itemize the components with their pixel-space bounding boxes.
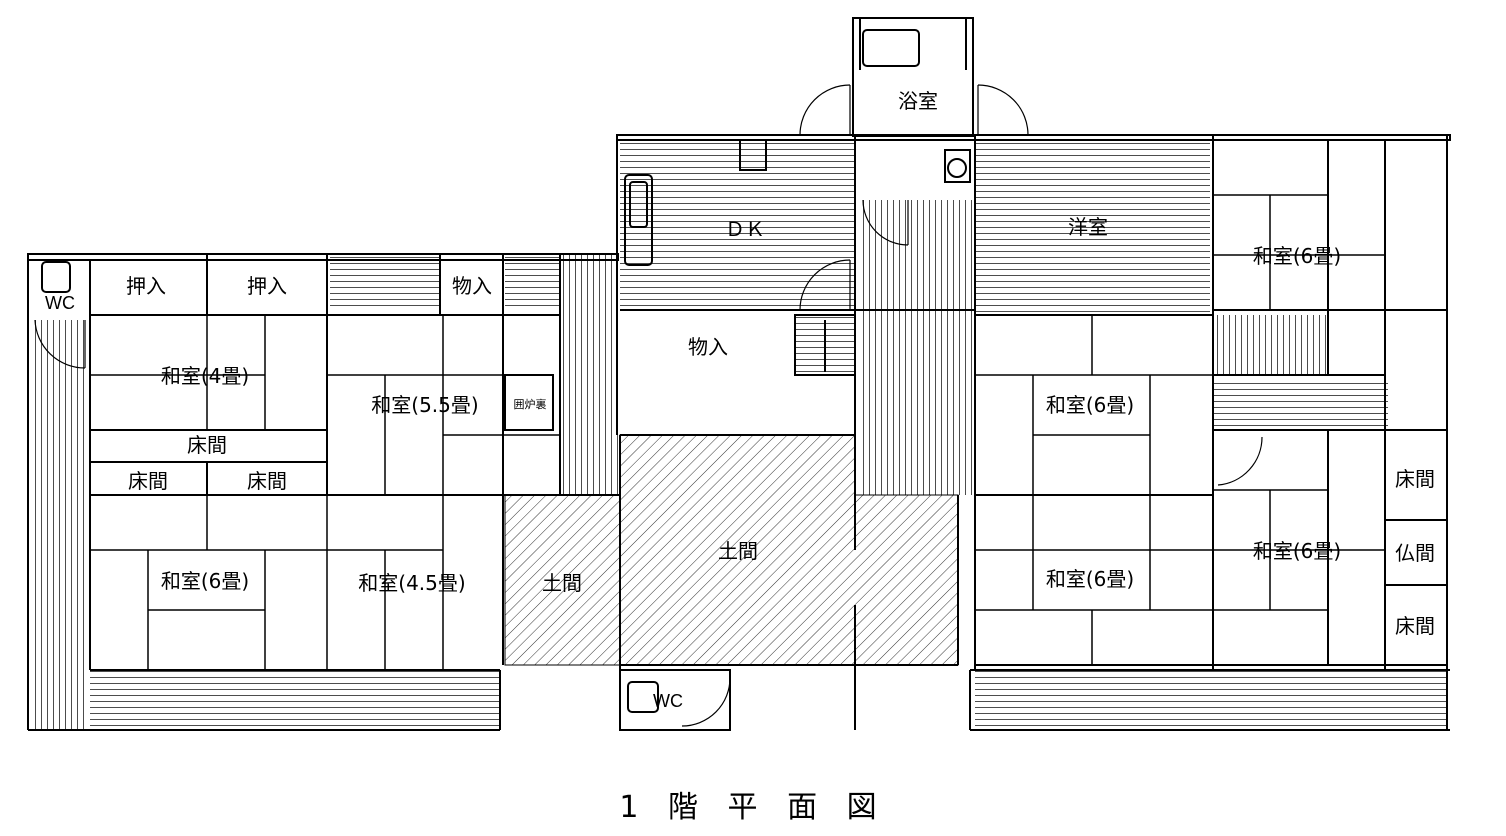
- room-label-monoire-2: 物入: [688, 335, 728, 359]
- room-label-wc-west: WC: [45, 293, 75, 313]
- room-label-washitsu-4: 和室(4畳): [161, 364, 249, 388]
- room-label-doma-small: 土間: [542, 571, 582, 595]
- room-label-washitsu-6-ne: 和室(6畳): [1253, 244, 1341, 268]
- room-label-washitsu-55: 和室(5.5畳): [371, 393, 478, 417]
- room-label-doma-large: 土間: [718, 539, 758, 563]
- room-label-washitsu-6-e: 和室(6畳): [1253, 539, 1341, 563]
- room-label-tokonoma-2: 床間: [128, 469, 168, 493]
- room-label-bath: 浴室: [898, 89, 938, 113]
- room-label-washitsu-6-se: 和室(6畳): [1046, 567, 1134, 591]
- room-label-tokonoma-e1: 床間: [1395, 467, 1435, 491]
- room-label-tokonoma-e2: 床間: [1395, 614, 1435, 638]
- room-label-washitsu-45: 和室(4.5畳): [358, 571, 465, 595]
- room-label-dk: ＤＫ: [725, 217, 765, 241]
- room-label-washitsu-6-sw: 和室(6畳): [161, 569, 249, 593]
- walls: [27, 17, 1451, 731]
- room-label-tokonoma-1: 床間: [187, 433, 227, 457]
- tatami-lines: [90, 194, 1385, 670]
- room-label-oshiire-1: 押入: [126, 274, 166, 298]
- room-labels: 浴室 ＤＫ 洋室 和室(6畳) WC 押入 押入 物入 物入 和室(4畳) 和室…: [45, 89, 1435, 711]
- door-swings: [34, 84, 1263, 727]
- room-label-wc-south: WC: [653, 691, 683, 711]
- room-label-western: 洋室: [1068, 215, 1108, 239]
- plan-title: 1 階 平 面 図: [619, 790, 887, 825]
- room-label-butsuma: 仏間: [1395, 541, 1435, 565]
- room-label-monoire-1: 物入: [452, 274, 492, 298]
- room-label-irori-ura: 囲炉裏: [514, 397, 547, 411]
- room-label-washitsu-6-mid: 和室(6畳): [1046, 393, 1134, 417]
- room-label-tokonoma-3: 床間: [247, 469, 287, 493]
- board-floors: [30, 140, 1447, 730]
- room-label-oshiire-2: 押入: [247, 274, 287, 298]
